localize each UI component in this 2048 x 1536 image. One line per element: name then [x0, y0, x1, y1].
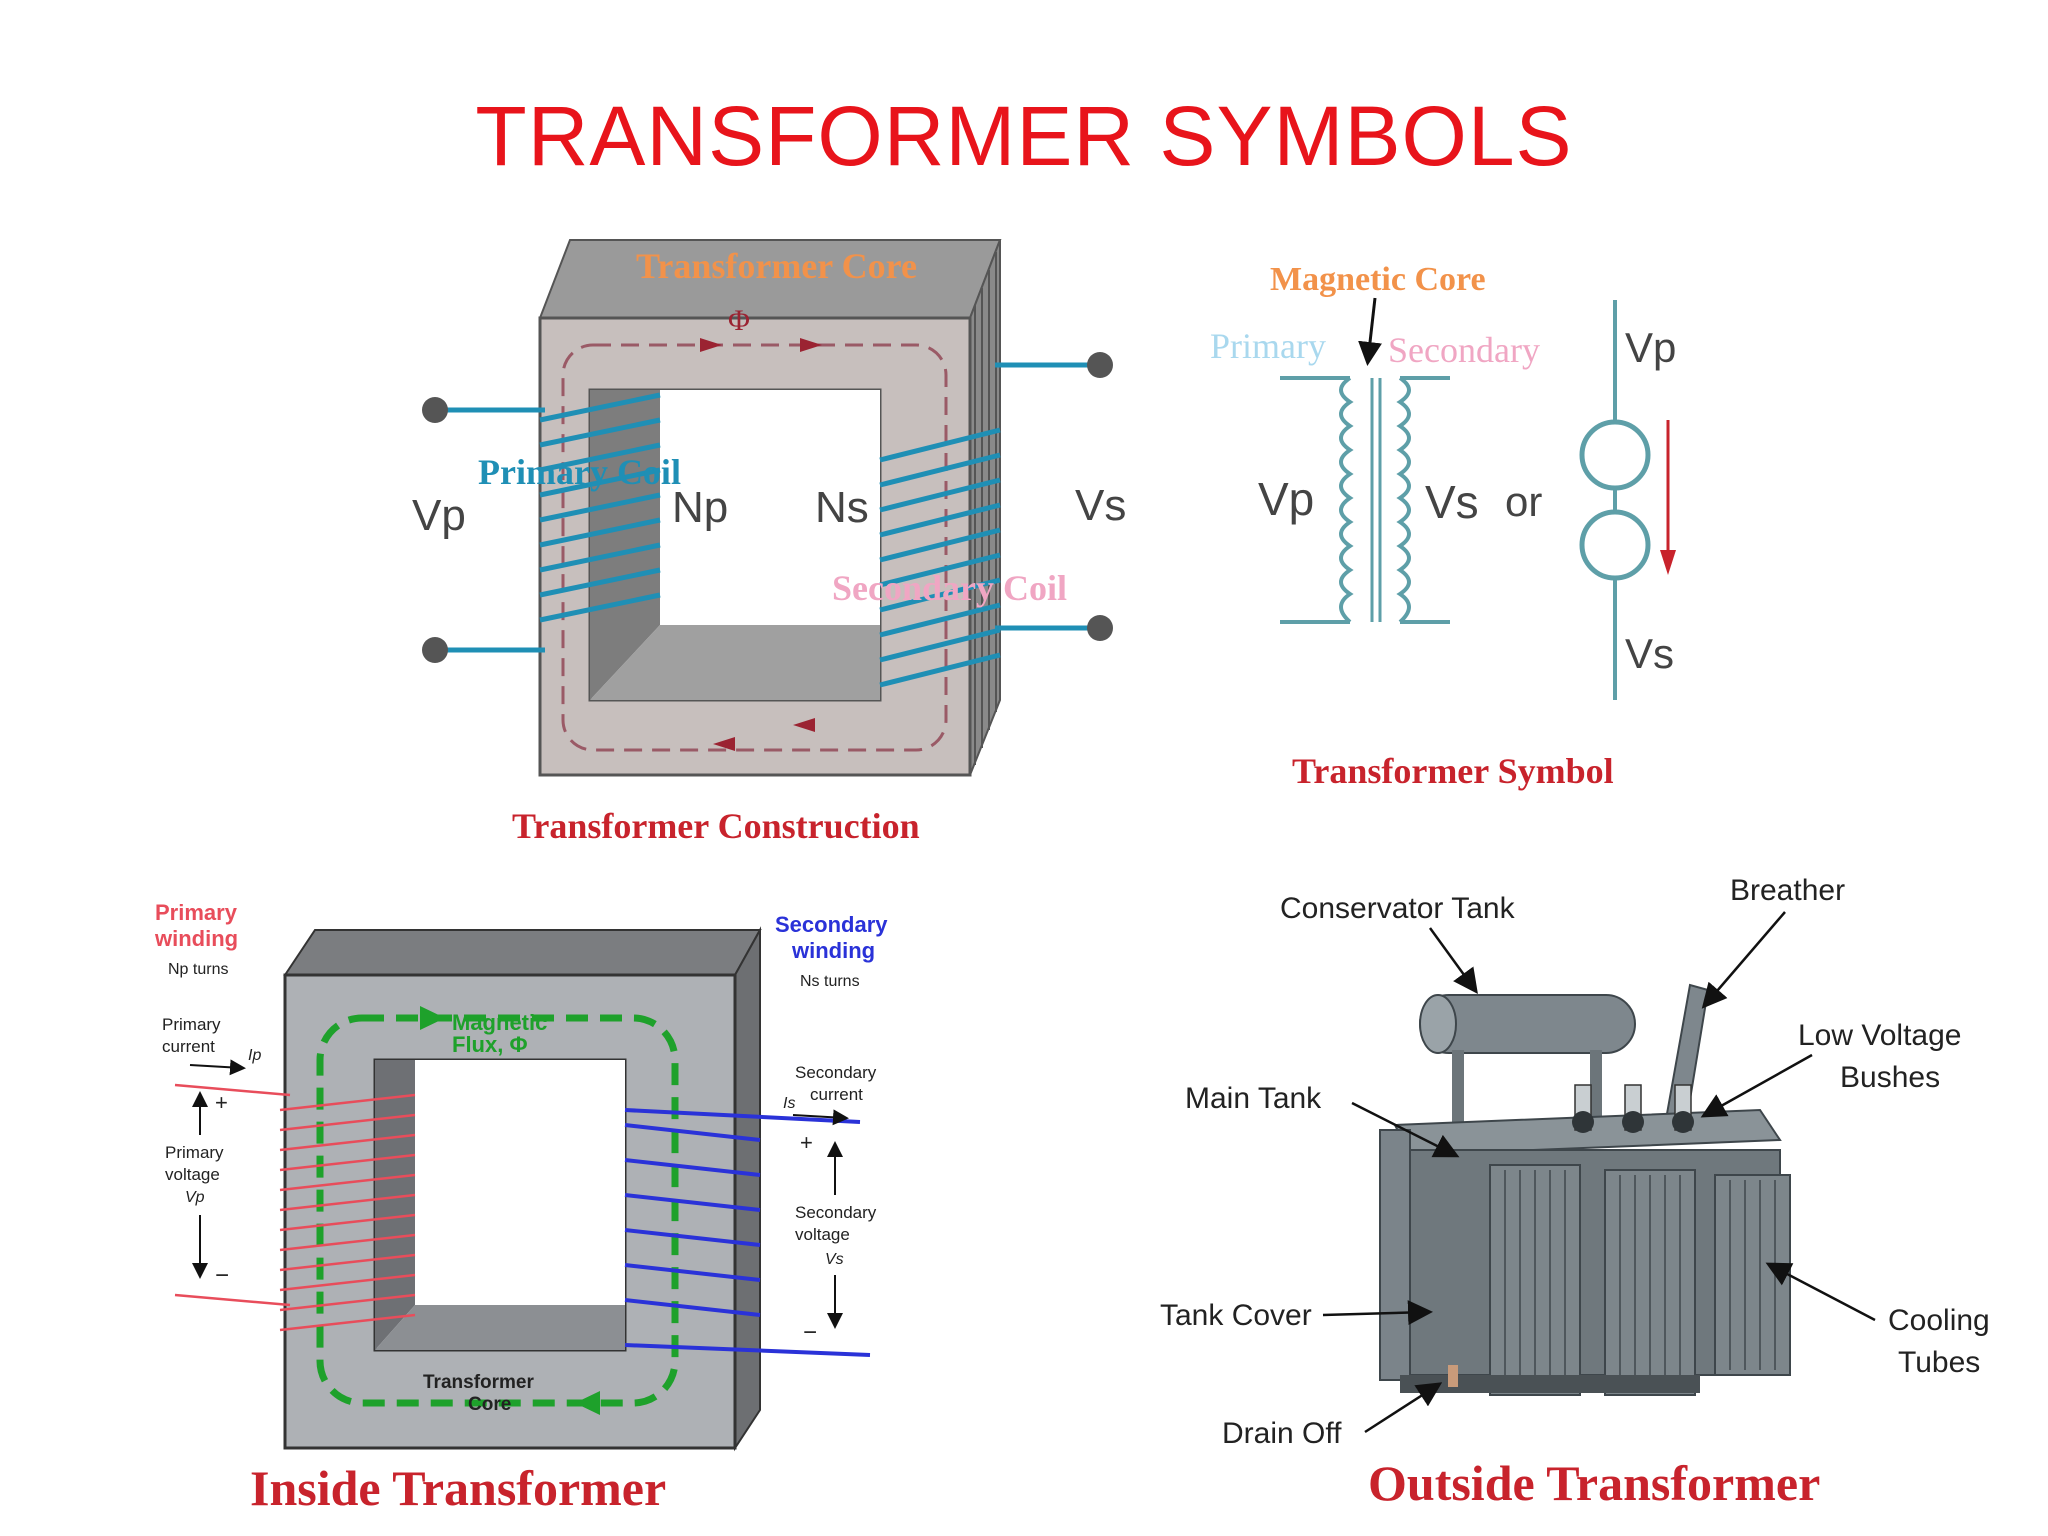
primary-voltage-label-2: voltage: [165, 1165, 220, 1184]
conservator-tank: [1419, 994, 1636, 1125]
tank-cover-label: Tank Cover: [1160, 1299, 1312, 1332]
main-tank-label: Main Tank: [1185, 1082, 1322, 1115]
secondary-minus: −: [803, 1319, 817, 1346]
secondary-plus: +: [800, 1130, 813, 1155]
secondary-voltage-label-1: Secondary: [795, 1203, 877, 1222]
symbol-caption: Transformer Symbol: [1292, 751, 1614, 791]
inside-core-label-1: Transformer: [423, 1372, 534, 1393]
flux-label-1: Magnetic: [452, 1010, 547, 1035]
primary-coil-label: Primary Coil: [478, 452, 681, 492]
primary-winding: [174, 1083, 416, 1332]
inside-core-top: [283, 929, 762, 976]
construction-diagram: Φ Transformer Core: [412, 239, 1126, 846]
primary-label: Primary: [1210, 326, 1326, 366]
low-voltage-label-1: Low Voltage: [1798, 1019, 1961, 1052]
inside-diagram: Magnetic Flux, Φ: [154, 900, 888, 1516]
primary-terminal-top: [422, 397, 448, 423]
inside-caption: Inside Transformer: [250, 1460, 666, 1516]
secondary-winding: [624, 1108, 871, 1357]
flux-path: [316, 1014, 679, 1407]
drain-valve: [1448, 1365, 1458, 1387]
secondary-winding-label-2: winding: [791, 938, 875, 963]
tank-base: [1400, 1375, 1700, 1393]
outside-diagram: Conservator Tank Breather Low Voltage Bu…: [1160, 874, 1990, 1511]
np-turns-label: Np turns: [168, 961, 228, 978]
primary-winding-label-2: winding: [154, 926, 238, 951]
cooling-tubes-label-1: Cooling: [1888, 1304, 1990, 1337]
primary-current-label-1: Primary: [162, 1015, 221, 1034]
secondary-coil: [879, 427, 1001, 688]
np-label: Np: [672, 483, 728, 532]
alt-vp: Vp: [1625, 324, 1676, 371]
vs-label: Vs: [1075, 481, 1126, 530]
secondary-current-label-2: current: [810, 1085, 863, 1104]
primary-terminal-bottom: [422, 637, 448, 663]
flux-symbol: Φ: [728, 304, 750, 337]
secondary-terminal-top: [1087, 352, 1113, 378]
low-voltage-bushings: [1572, 1084, 1694, 1133]
core-laminations: [538, 239, 1002, 776]
secondary-current-label-1: Secondary: [795, 1063, 877, 1082]
construction-caption: Transformer Construction: [512, 806, 920, 846]
magnetic-core-label: Magnetic Core: [1270, 261, 1486, 298]
breather-label: Breather: [1730, 874, 1845, 907]
cooling-tubes: [1489, 1164, 1791, 1396]
primary-coil: [539, 392, 661, 623]
vp-inside-label: Vp: [185, 1189, 205, 1206]
outside-caption: Outside Transformer: [1368, 1455, 1820, 1511]
page-title: TRANSFORMER SYMBOLS: [475, 89, 1573, 183]
vp-label: Vp: [412, 491, 466, 540]
inside-core-label-2: Core: [468, 1394, 511, 1415]
ip-label: Ip: [248, 1047, 261, 1064]
alt-symbol-circle-top: [1579, 419, 1651, 491]
symbol-diagram: Magnetic Core Primary Secondary Vp Vs or…: [1210, 261, 1676, 791]
secondary-label: Secondary: [1388, 330, 1540, 370]
symbol-vp: Vp: [1258, 473, 1314, 525]
primary-plus: +: [215, 1090, 228, 1115]
conservator-tank-label: Conservator Tank: [1280, 892, 1516, 925]
symbol-primary-winding: [1280, 376, 1354, 624]
vs-inside-label: Vs: [825, 1251, 844, 1268]
secondary-coil-label: Secondary Coil: [832, 568, 1067, 608]
primary-current-label-2: current: [162, 1037, 215, 1056]
secondary-voltage-label-2: voltage: [795, 1225, 850, 1244]
inside-core-side: [734, 926, 761, 1452]
alt-symbol-circle-bottom: [1579, 509, 1651, 581]
cooling-tubes-label-2: Tubes: [1898, 1346, 1980, 1379]
ns-turns-label: Ns turns: [800, 973, 860, 990]
or-label: or: [1505, 478, 1542, 525]
primary-minus: −: [215, 1262, 229, 1289]
ns-label: Ns: [815, 483, 869, 532]
secondary-winding-label-1: Secondary: [775, 912, 888, 937]
alt-vs: Vs: [1625, 630, 1674, 677]
drain-off-label: Drain Off: [1222, 1417, 1342, 1450]
low-voltage-label-2: Bushes: [1840, 1061, 1940, 1094]
symbol-secondary-winding: [1396, 376, 1450, 624]
is-label: Is: [783, 1095, 795, 1112]
primary-winding-label-1: Primary: [155, 900, 238, 925]
symbol-vs: Vs: [1425, 476, 1479, 528]
secondary-terminal-bottom: [1087, 615, 1113, 641]
flux-label-2: Flux, Φ: [452, 1032, 528, 1057]
primary-voltage-label-1: Primary: [165, 1143, 224, 1162]
core-label: Transformer Core: [636, 246, 917, 286]
